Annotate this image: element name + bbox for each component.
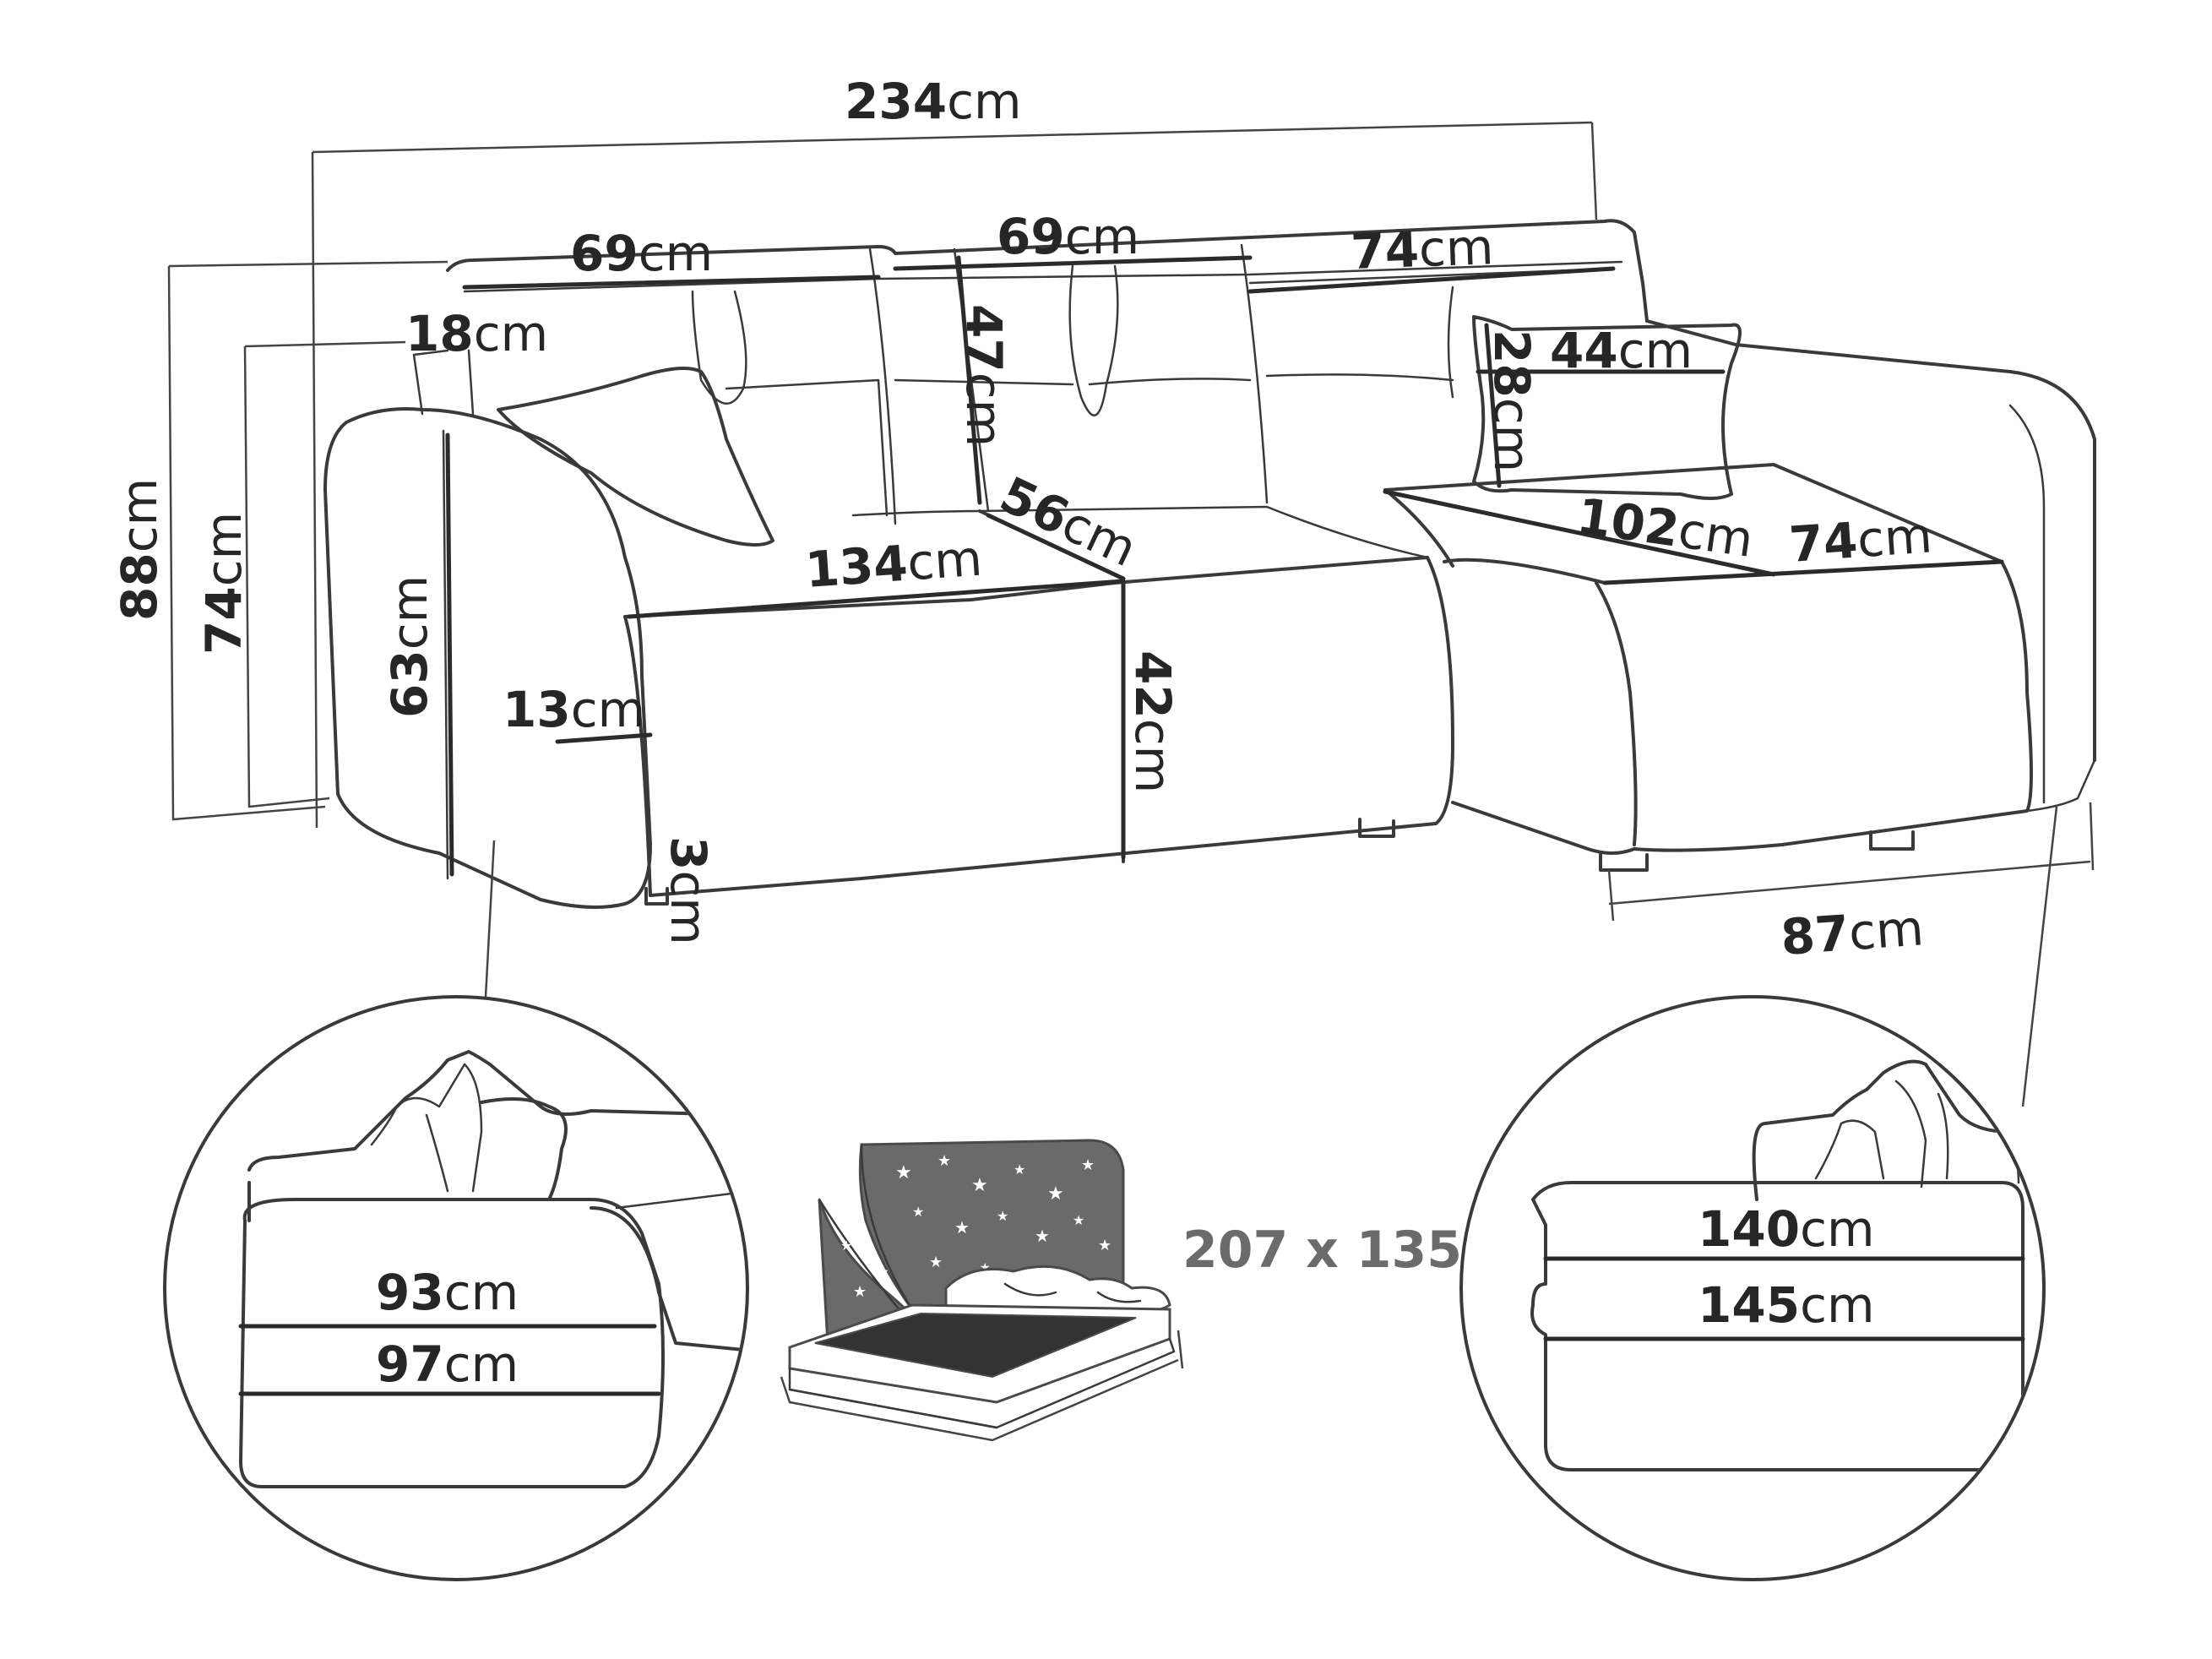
svg-text:★: ★ — [971, 1175, 988, 1196]
seat-height-label: 42cm — [1124, 650, 1182, 793]
stars: ★ ★ ★ ★ ★ ★ ★ ★ ★ ★ ★ ★ ★ ★ ★ ★ ★ — [840, 1152, 1111, 1301]
sleeping-area-label: 207 x 135 — [1182, 1221, 1462, 1280]
dimension-labels: 234cm 69cm 69cm 74cm 18cm 44cm 28cm 47cm… — [111, 73, 1934, 966]
svg-text:★: ★ — [840, 1237, 852, 1254]
chaise-length-label: 102cm — [1573, 487, 1757, 568]
svg-text:★: ★ — [1081, 1156, 1095, 1174]
svg-text:★: ★ — [954, 1217, 970, 1237]
backrest-left-width-label: 69cm — [570, 225, 713, 282]
svg-text:★: ★ — [853, 1283, 867, 1301]
seat-width-label: 134cm — [803, 530, 984, 599]
chaise-width-label: 87cm — [1779, 899, 1925, 966]
svg-text:★: ★ — [912, 1204, 924, 1220]
leg-height-label: 3cm — [660, 836, 717, 945]
svg-text:★: ★ — [1073, 1212, 1084, 1228]
seat-depth-label: 56cm — [992, 465, 1145, 578]
svg-text:★: ★ — [1014, 1161, 1025, 1178]
backrest-height-label: 74cm — [195, 512, 253, 655]
armrest-width-label: 13cm — [503, 681, 645, 738]
detail-circle-right: 140cm 145cm — [1459, 995, 2046, 1581]
overall-height-label: 88cm — [111, 478, 168, 621]
svg-text:★: ★ — [938, 1152, 951, 1170]
bed-function-icon: ★ ★ ★ ★ ★ ★ ★ ★ ★ ★ ★ ★ ★ ★ ★ ★ ★ — [780, 1139, 1184, 1442]
svg-text:★: ★ — [895, 1162, 912, 1183]
backrest-right-width-label: 74cm — [1350, 218, 1494, 280]
detail-left-bottom-width-label: 97cm — [376, 1335, 519, 1393]
overall-width-label: 234cm — [845, 73, 1021, 130]
svg-text:★: ★ — [1047, 1183, 1064, 1205]
svg-text:★: ★ — [1035, 1226, 1050, 1246]
svg-text:★: ★ — [997, 1208, 1008, 1224]
cushion-height-label: 47cm — [955, 304, 1013, 447]
armrest-height-label: 63cm — [381, 575, 438, 718]
pillow-width-label: 44cm — [1550, 322, 1693, 379]
svg-text:★: ★ — [878, 1265, 889, 1279]
detail-circle-left: 93cm 97cm — [163, 995, 749, 1581]
pillow-height-label: 28cm — [1483, 329, 1541, 472]
detail-left-top-width-label: 93cm — [376, 1264, 519, 1321]
detail-right-top-width-label: 140cm — [1698, 1200, 1874, 1258]
armrest-extra-depth-label: 18cm — [405, 305, 548, 362]
svg-text:★: ★ — [929, 1254, 943, 1271]
dimension-lines — [167, 121, 2095, 1107]
backrest-middle-width-label: 69cm — [997, 208, 1139, 265]
detail-right-bottom-width-label: 145cm — [1698, 1276, 1874, 1334]
svg-text:★: ★ — [1098, 1237, 1111, 1254]
chaise-seat-width-label: 74cm — [1787, 506, 1933, 574]
